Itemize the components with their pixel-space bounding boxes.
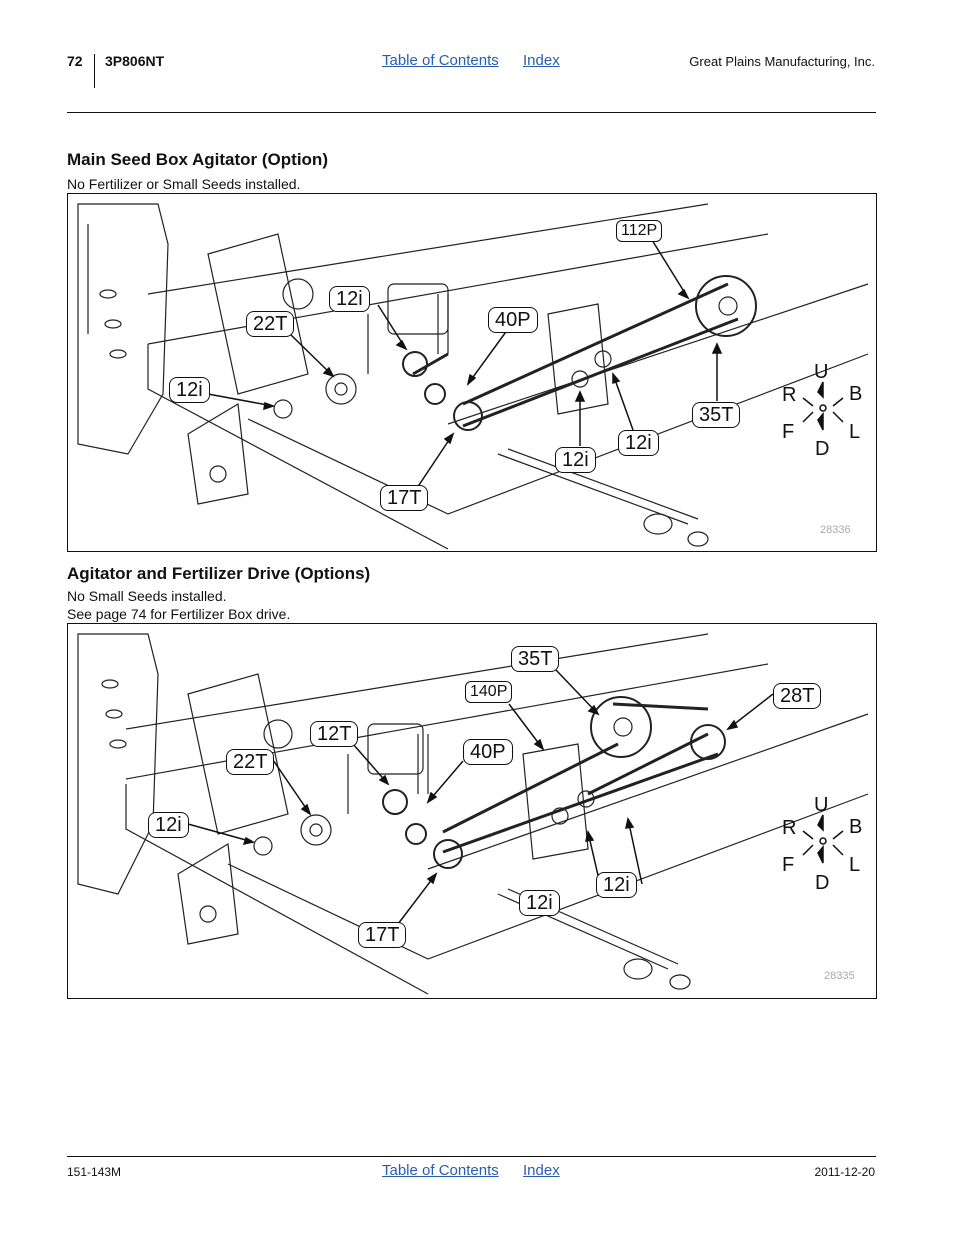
callout-35T: 35T	[511, 646, 560, 672]
callout-12i-left: 12i	[169, 377, 210, 403]
section-title-main-seed-box: Main Seed Box Agitator (Option)	[67, 150, 328, 169]
callout-140P: 140P	[465, 681, 513, 703]
section-subtitle: No Fertilizer or Small Seeds installed.	[67, 176, 301, 192]
callout-112P: 112P	[616, 220, 663, 242]
dir-rear: R	[782, 817, 797, 839]
callout-12T: 12T	[310, 721, 359, 747]
callout-22T: 22T	[226, 749, 275, 775]
company-name: Great Plains Manufacturing, Inc.	[689, 54, 875, 69]
callout-12i-right: 12i	[596, 872, 637, 898]
callout-40P: 40P	[463, 739, 513, 765]
callout-28T: 28T	[773, 683, 822, 709]
dir-back: B	[849, 816, 863, 838]
footer-index-link[interactable]: Index	[523, 1162, 560, 1179]
dir-front: F	[782, 854, 795, 876]
figure-agitator-fertilizer-drive: 35T 140P 28T 12T 22T 40P 12i 12i 12i 17T…	[67, 623, 877, 999]
footer-toc-link[interactable]: Table of Contents	[382, 1162, 499, 1179]
dir-front: F	[782, 421, 795, 443]
header-rule	[67, 112, 876, 113]
dir-down: D	[815, 438, 830, 460]
dir-left: L	[849, 854, 861, 876]
section-subtitle-line-1: No Small Seeds installed.	[67, 588, 227, 604]
callout-17T: 17T	[380, 485, 429, 511]
header-toc-link[interactable]: Table of Contents	[382, 52, 499, 69]
dir-left: L	[849, 421, 861, 443]
callout-12i-bottom: 12i	[519, 890, 560, 916]
page-number: 72	[67, 53, 83, 69]
callout-12i-bottom: 12i	[555, 447, 596, 473]
footer-rule	[67, 1156, 876, 1157]
drive-illustration	[77, 203, 869, 550]
dir-back: B	[849, 383, 863, 405]
doc-number: 151-143M	[67, 1165, 122, 1179]
figure-id: 28335	[824, 970, 855, 982]
dir-up: U	[814, 361, 829, 383]
callout-12i-right: 12i	[618, 430, 659, 456]
section-title-agitator-fertilizer: Agitator and Fertilizer Drive (Options)	[67, 564, 371, 583]
callout-12i-top: 12i	[329, 286, 370, 312]
callout-22T: 22T	[246, 311, 295, 337]
model-name: 3P806NT	[105, 53, 165, 69]
callout-12i-left: 12i	[148, 812, 189, 838]
dir-down: D	[815, 872, 830, 894]
header-index-link[interactable]: Index	[523, 52, 560, 69]
figure-id: 28336	[820, 524, 851, 536]
header-divider	[94, 54, 95, 88]
dir-up: U	[814, 794, 829, 816]
callout-17T: 17T	[358, 922, 407, 948]
callout-35T: 35T	[692, 402, 741, 428]
doc-date: 2011-12-20	[814, 1165, 876, 1179]
callout-40P: 40P	[488, 307, 538, 333]
section-subtitle-line-2: See page 74 for Fertilizer Box drive.	[67, 606, 291, 622]
figure-main-seed-box-agitator: 112P 12i 22T 40P 12i 35T 12i 12i 17T U R…	[67, 193, 877, 552]
drive-illustration	[77, 633, 869, 995]
dir-rear: R	[782, 384, 797, 406]
